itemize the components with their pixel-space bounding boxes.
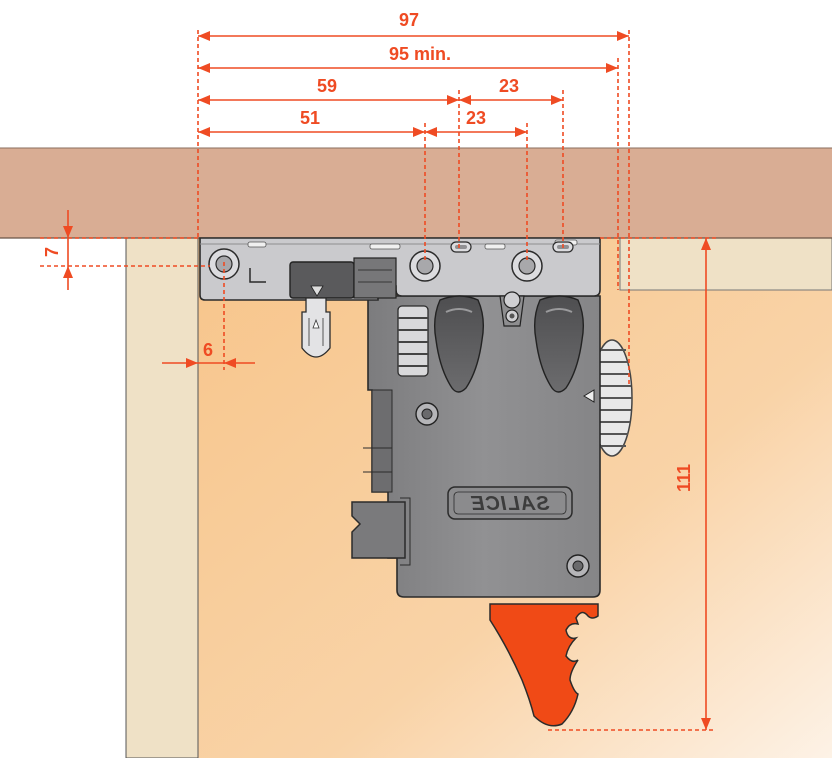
damper-wheel [591, 339, 633, 457]
dimension-arrowheads [63, 31, 711, 730]
brand-plate: SALICE [447, 486, 573, 520]
brand-logo: SALICE [470, 493, 549, 515]
top-panel [0, 148, 832, 238]
dim-second-hole-offset-label: 23 [499, 76, 519, 96]
dim-edge-offset-label: 6 [203, 340, 213, 360]
dim-screw-position-label: 51 [300, 108, 320, 128]
dim-height-label: 111 [674, 464, 694, 492]
dim-screw-spacing-label: 23 [466, 108, 486, 128]
cabinet-side-panel [125, 237, 199, 758]
body-screw-lower [566, 554, 590, 578]
dimension-lines [40, 30, 716, 731]
dim-first-hole-label: 59 [317, 76, 337, 96]
dim-min-clearance-label: 95 min. [389, 44, 451, 64]
slot-hole-left [450, 241, 472, 253]
release-slot-right [533, 295, 585, 393]
body-screw-upper [415, 402, 439, 426]
release-slot-left [433, 295, 485, 393]
cabinet-inner-side [619, 237, 832, 291]
dim-overall-label: 97 [399, 10, 419, 30]
mounting-hole-left [208, 248, 240, 280]
ribbed-adjuster [397, 305, 429, 377]
mounting-hole-center [409, 250, 441, 282]
device-side-recess [371, 389, 393, 493]
dim-top-offset-label: 7 [42, 247, 62, 257]
direction-arrow-icon [583, 389, 595, 403]
adjustment-block [289, 257, 397, 299]
release-lever [489, 603, 599, 727]
center-adjust-screw [499, 291, 525, 327]
device-side-bracket [351, 501, 406, 559]
mounting-hole-right [511, 250, 543, 282]
fixing-plug [301, 297, 331, 358]
